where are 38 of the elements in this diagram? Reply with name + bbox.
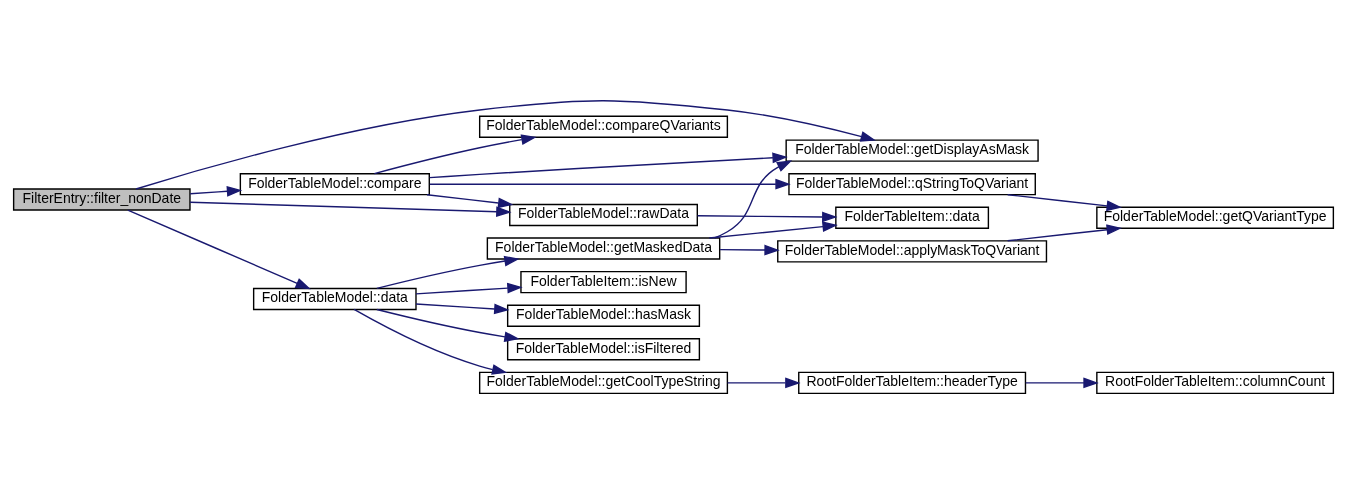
node-box: FolderTableModel::getCoolTypeString xyxy=(478,371,729,394)
node-box: FilterEntry::filter_nonDate xyxy=(12,187,191,211)
node-box: FolderTableModel::compareQVariants xyxy=(478,115,729,138)
arrow xyxy=(708,220,838,239)
arrow xyxy=(189,185,243,197)
node-box: FolderTableModel::rawData xyxy=(509,203,698,226)
arrow xyxy=(713,159,793,239)
arrow xyxy=(429,178,791,190)
node-box: FolderTableModel::compare xyxy=(239,172,430,195)
arrow xyxy=(135,99,876,190)
arrow xyxy=(376,308,520,342)
arrow xyxy=(696,211,838,222)
arrow xyxy=(1006,193,1122,211)
node-box: FolderTableModel::data xyxy=(252,287,417,310)
arrow xyxy=(1025,377,1099,388)
arrow xyxy=(415,302,510,314)
node-box: FolderTableModel::hasMask xyxy=(506,304,701,327)
node-box: RootFolderTableItem::headerType xyxy=(798,371,1027,394)
node-box: FolderTableItem::isNew xyxy=(520,270,687,293)
node-box: RootFolderTableItem::columnCount xyxy=(1096,371,1335,394)
arrow xyxy=(353,308,508,375)
node-box: FolderTableModel::getQVariantType xyxy=(1096,206,1335,229)
node-box: FolderTableModel::qStringToQVariant xyxy=(788,172,1036,195)
node-box: FolderTableModel::getDisplayAsMask xyxy=(785,138,1039,162)
node-box: FolderTableModel::isFiltered xyxy=(506,337,701,360)
arrow xyxy=(376,255,520,289)
node-box: FolderTableModel::getMaskedData xyxy=(486,236,721,260)
node-box: FolderTableModel::applyMaskToQVariant xyxy=(777,239,1048,263)
arrow xyxy=(1006,223,1122,241)
arrow xyxy=(373,133,537,174)
arrow xyxy=(426,193,514,208)
arrow xyxy=(127,209,311,289)
node-box: FolderTableItem::data xyxy=(835,206,990,229)
arrow xyxy=(726,377,801,388)
arrow xyxy=(719,244,780,255)
arrow xyxy=(415,282,523,295)
arrow xyxy=(428,151,788,178)
arrow xyxy=(189,201,512,217)
